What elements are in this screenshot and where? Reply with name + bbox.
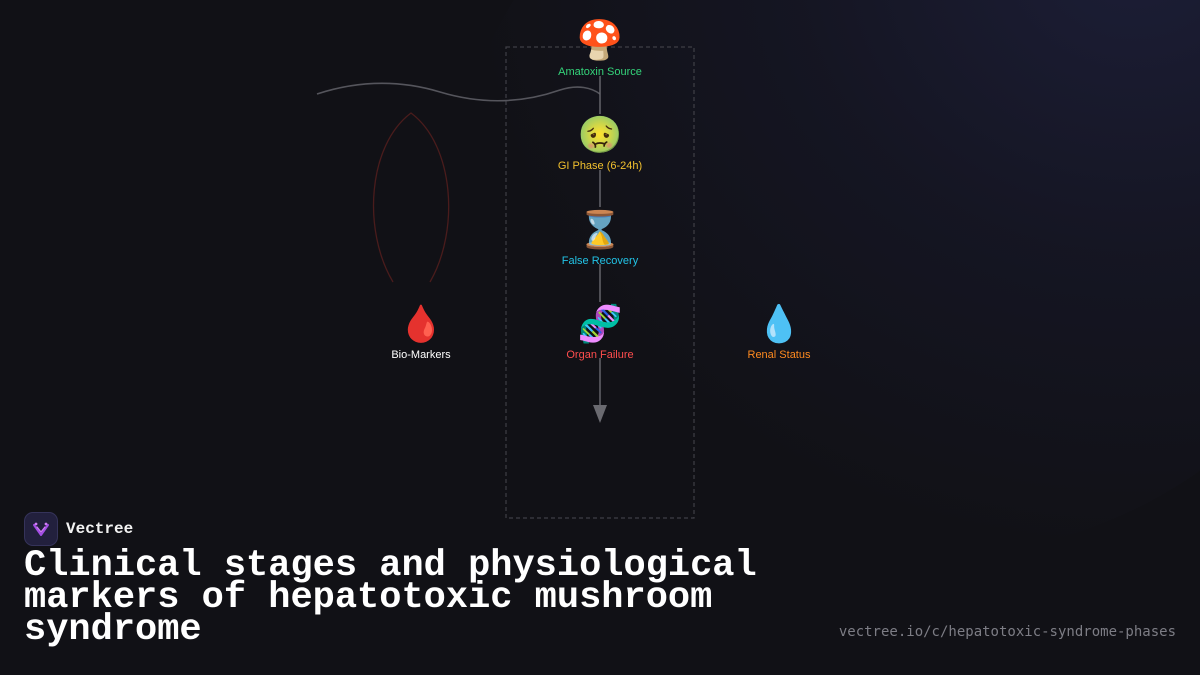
node-label: Amatoxin Source	[558, 66, 642, 78]
node-label: Bio-Markers	[391, 349, 451, 361]
node-bio-markers: 🩸 Bio-Markers	[391, 303, 451, 361]
outflow-arrowhead	[593, 405, 607, 423]
node-amatoxin-source: 🍄 Amatoxin Source	[558, 18, 642, 78]
nauseated-face-icon: 🤢	[578, 115, 623, 156]
decorative-lens-outline	[372, 112, 450, 283]
vectree-logo-icon	[24, 512, 58, 546]
logo-mark	[33, 522, 49, 536]
hourglass-icon: ⌛	[578, 209, 623, 251]
decorative-wave	[316, 82, 601, 102]
node-label: GI Phase (6-24h)	[558, 160, 642, 172]
brand-name: Vectree	[66, 520, 134, 538]
node-renal-status: 💧 Renal Status	[748, 303, 811, 361]
blood-drop-icon: 🩸	[399, 303, 444, 345]
node-false-recovery: ⌛ False Recovery	[562, 209, 639, 267]
node-label: False Recovery	[562, 255, 639, 267]
node-organ-failure: 🧬 Organ Failure	[566, 302, 633, 361]
water-drop-icon: 💧	[757, 303, 802, 345]
mushroom-icon: 🍄	[576, 18, 623, 62]
node-gi-phase: 🤢 GI Phase (6-24h)	[558, 115, 642, 172]
phase-group-boundary	[505, 46, 695, 519]
source-url[interactable]: vectree.io/c/hepatotoxic-syndrome-phases	[838, 624, 1176, 640]
brand: Vectree	[24, 512, 133, 546]
page-title: Clinical stages and physiological marker…	[24, 545, 757, 651]
node-label: Organ Failure	[566, 349, 633, 361]
node-label: Renal Status	[748, 349, 811, 361]
dna-icon: 🧬	[578, 302, 623, 345]
